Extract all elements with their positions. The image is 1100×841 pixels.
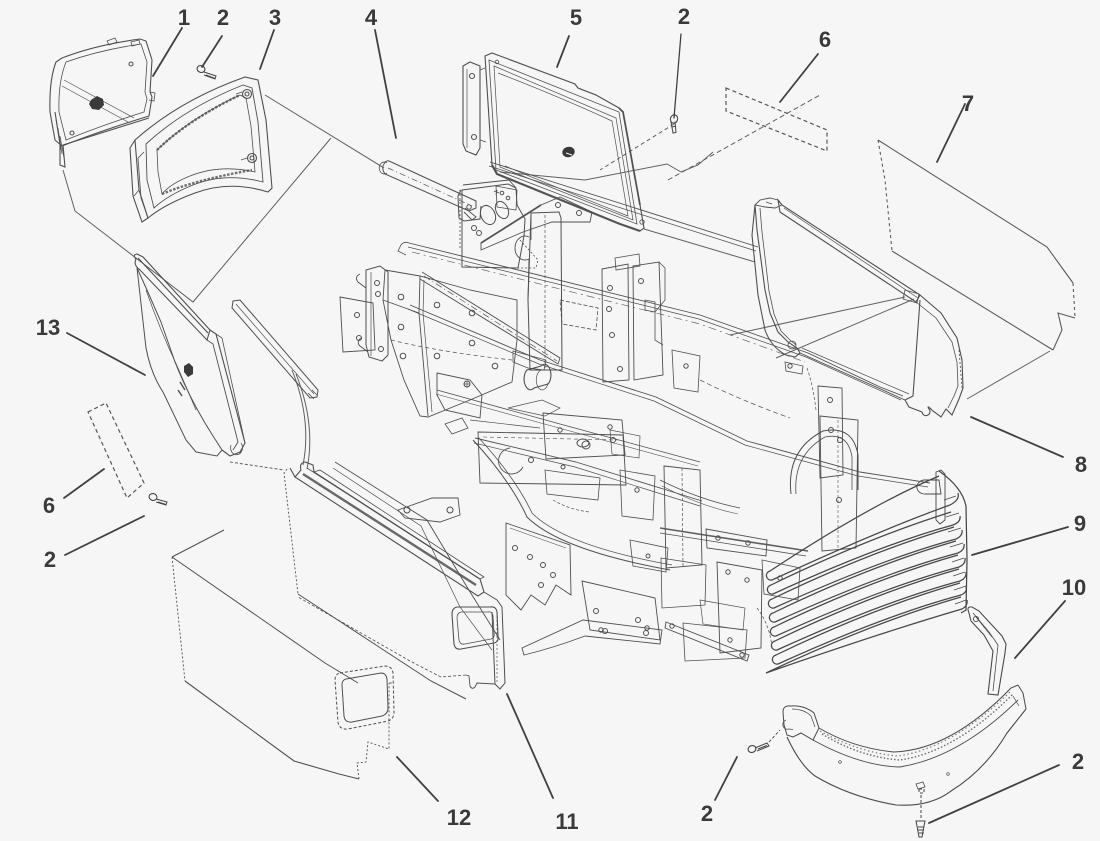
svg-text:3: 3	[269, 5, 281, 30]
svg-text:4: 4	[365, 5, 378, 30]
svg-text:5: 5	[570, 5, 582, 30]
svg-text:12: 12	[447, 805, 471, 830]
svg-text:6: 6	[819, 27, 831, 52]
svg-text:7: 7	[962, 91, 974, 116]
svg-text:1: 1	[178, 5, 190, 30]
svg-text:11: 11	[555, 809, 578, 834]
svg-text:8: 8	[1075, 452, 1087, 477]
svg-text:2: 2	[678, 4, 690, 29]
svg-text:9: 9	[1074, 511, 1086, 536]
svg-text:2: 2	[1072, 749, 1084, 774]
svg-text:13: 13	[36, 315, 60, 340]
svg-text:6: 6	[43, 493, 55, 518]
svg-text:2: 2	[701, 801, 713, 826]
svg-text:2: 2	[44, 547, 56, 572]
svg-text:2: 2	[217, 5, 229, 30]
svg-text:10: 10	[1062, 575, 1086, 600]
